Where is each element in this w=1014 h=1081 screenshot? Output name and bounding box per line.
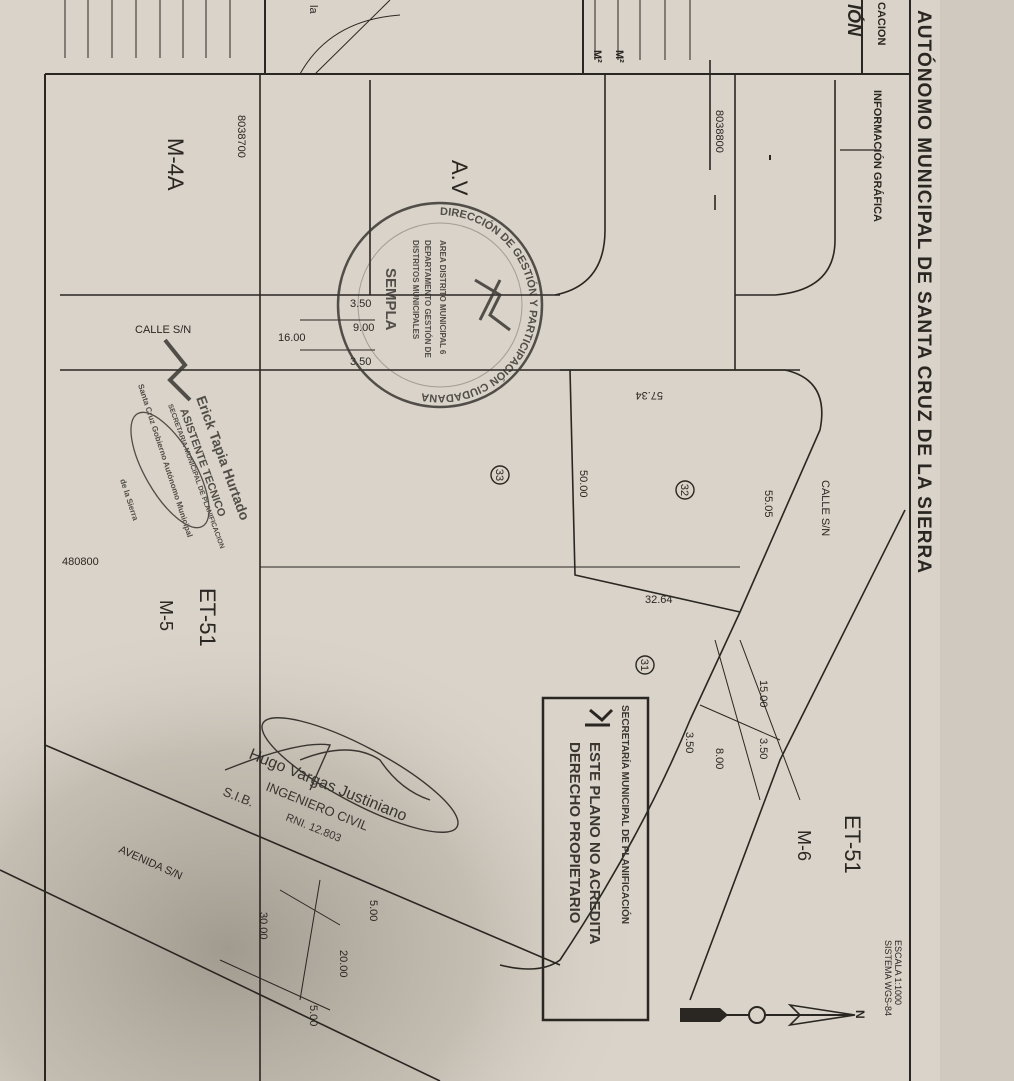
block-et51-b: ET-51 (840, 815, 865, 874)
svg-text:57.34: 57.34 (635, 389, 663, 401)
stamp-line: DISTRITOS MUNICIPALES (411, 240, 420, 340)
rect-stamp: SECRETARÍA MUNICIPAL DE PLANIFICACIÓN ES… (541, 696, 650, 1022)
block-m5: M-5 (156, 600, 176, 631)
block-et51-a: ET-51 (195, 588, 220, 647)
coordinate-north-a: 8038800 (713, 110, 725, 153)
svg-text:3.50: 3.50 (350, 356, 371, 368)
dimension-labels: 16.00 3.50 9.00 3.50 57.34 55.05 50.00 3… (257, 298, 774, 1026)
svg-text:3.50: 3.50 (683, 732, 695, 753)
svg-text:16.00: 16.00 (278, 332, 306, 344)
document-title: AUTÓNOMO MUNICIPAL DE SANTA CRUZ DE LA S… (913, 10, 935, 574)
area-unit: M² (591, 50, 603, 63)
frame-lines (44, 0, 911, 1081)
street-label: CALLE S/N (819, 480, 831, 536)
svg-text:55.05: 55.05 (762, 490, 774, 518)
svg-text:5.00: 5.00 (367, 900, 379, 921)
svg-text:20.00: 20.00 (337, 950, 349, 978)
north-label: N (853, 1010, 867, 1019)
photo-shadow (0, 480, 760, 1081)
block-m6: M-6 (794, 830, 814, 861)
header-fragment: CACION (875, 2, 887, 45)
scale-label: ESCALA 1:1000 (893, 940, 903, 1005)
svg-text:8.00: 8.00 (713, 748, 725, 769)
stamp-rect-header: SECRETARÍA MUNICIPAL DE PLANIFICACIÓN (619, 705, 632, 924)
header-ruling (64, 0, 691, 75)
stamp-rect-line1: ESTE PLANO NO ACREDITA (586, 742, 603, 945)
block-m4a: M-4A (163, 138, 188, 191)
svg-text:3.50: 3.50 (350, 298, 371, 310)
street-label: CALLE S/N (135, 324, 191, 336)
svg-text:31: 31 (638, 659, 650, 671)
svg-text:5.00: 5.00 (307, 1005, 319, 1026)
svg-text:32.64: 32.64 (645, 594, 673, 606)
svg-text:32: 32 (678, 484, 690, 496)
area-unit: M² (613, 50, 625, 63)
coordinate-east: 480800 (62, 556, 99, 568)
lot-32: 32 (675, 480, 695, 500)
svg-text:50.00: 50.00 (577, 470, 589, 498)
stamp-rect-line2: DERECHO PROPIETARIO (566, 742, 583, 924)
section-label: INFORMACIÓN GRÁFICA (871, 90, 884, 222)
svg-text:3.50: 3.50 (757, 738, 769, 759)
coordinate-system-label: SISTEMA WGS-84 (883, 940, 893, 1016)
north-arrow-icon (680, 1003, 856, 1027)
stamp-sempla: SEMPLA (382, 268, 399, 331)
stamp-line: DEPARTAMENTO GESTIÓN DE (423, 240, 432, 358)
lot-31: 31 (635, 655, 655, 675)
header-fragment: la (307, 5, 319, 14)
header-fragment: IÓN (844, 4, 865, 37)
svg-text:33: 33 (493, 469, 505, 481)
block-av: A.V (447, 160, 472, 196)
coordinate-north-b: 8038700 (235, 115, 247, 158)
stamp-line: AREA DISTRITO MUNICIPAL 6 (438, 240, 447, 355)
svg-text:15.00: 15.00 (757, 680, 769, 708)
lot-33: 33 (490, 465, 510, 485)
svg-text:9.00: 9.00 (353, 322, 374, 334)
svg-text:30.00: 30.00 (257, 912, 269, 940)
paper-margin (940, 0, 1014, 1081)
